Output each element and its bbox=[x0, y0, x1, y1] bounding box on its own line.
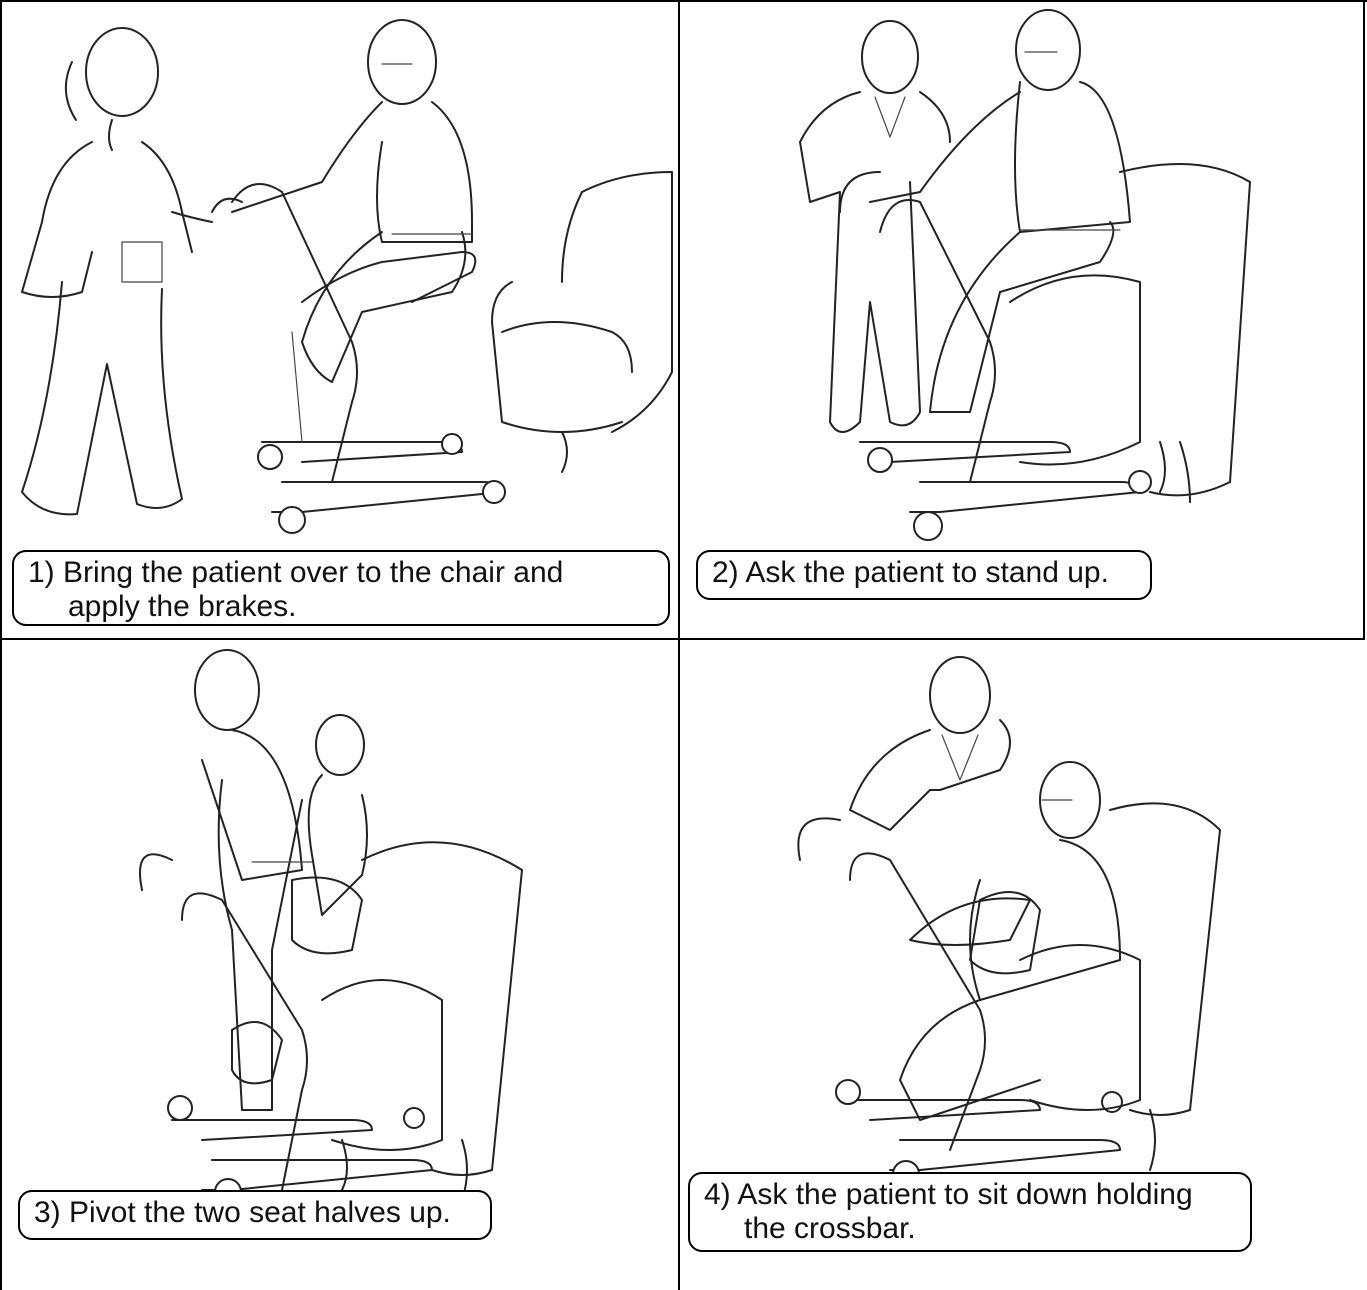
caregiver-figure bbox=[309, 715, 367, 915]
step-1-text-line-2: apply the brakes. bbox=[28, 590, 654, 624]
illustration-patient-stands-up bbox=[680, 2, 1363, 638]
stand-aid-device bbox=[840, 172, 1151, 540]
step-panel-4: 4) Ask the patient to sit down holding t… bbox=[680, 640, 1365, 1290]
stand-aid-device bbox=[798, 818, 1122, 1187]
step-caption-1: 1) Bring the patient over to the chair a… bbox=[12, 550, 670, 626]
stand-aid-device bbox=[212, 184, 505, 533]
armchair bbox=[1020, 803, 1220, 1170]
step-panel-1: 1) Bring the patient over to the chair a… bbox=[2, 2, 678, 638]
step-panel-2: 2) Ask the patient to stand up. bbox=[680, 2, 1363, 638]
border-right bbox=[1363, 0, 1365, 640]
step-3-text-line-1: 3) Pivot the two seat halves up. bbox=[34, 1196, 476, 1230]
patient-figure bbox=[870, 10, 1130, 412]
step-panel-3: 3) Pivot the two seat halves up. bbox=[2, 640, 678, 1290]
armchair bbox=[322, 842, 522, 1200]
caregiver-figure bbox=[22, 28, 212, 514]
step-1-text-line-1: 1) Bring the patient over to the chair a… bbox=[28, 556, 654, 590]
stand-aid-device bbox=[140, 854, 432, 1205]
step-caption-4: 4) Ask the patient to sit down holding t… bbox=[688, 1172, 1252, 1252]
illustration-caregiver-brings-patient bbox=[2, 2, 678, 638]
armchair bbox=[492, 172, 672, 472]
step-2-text-line-1: 2) Ask the patient to stand up. bbox=[712, 556, 1136, 590]
caregiver-figure bbox=[850, 657, 1010, 830]
patient-figure bbox=[232, 20, 472, 382]
step-caption-3: 3) Pivot the two seat halves up. bbox=[18, 1190, 492, 1240]
step-4-text-line-2: the crossbar. bbox=[704, 1212, 1236, 1246]
step-caption-2: 2) Ask the patient to stand up. bbox=[696, 550, 1152, 600]
step-4-text-line-1: 4) Ask the patient to sit down holding bbox=[704, 1178, 1236, 1212]
caregiver-figure bbox=[800, 21, 950, 432]
